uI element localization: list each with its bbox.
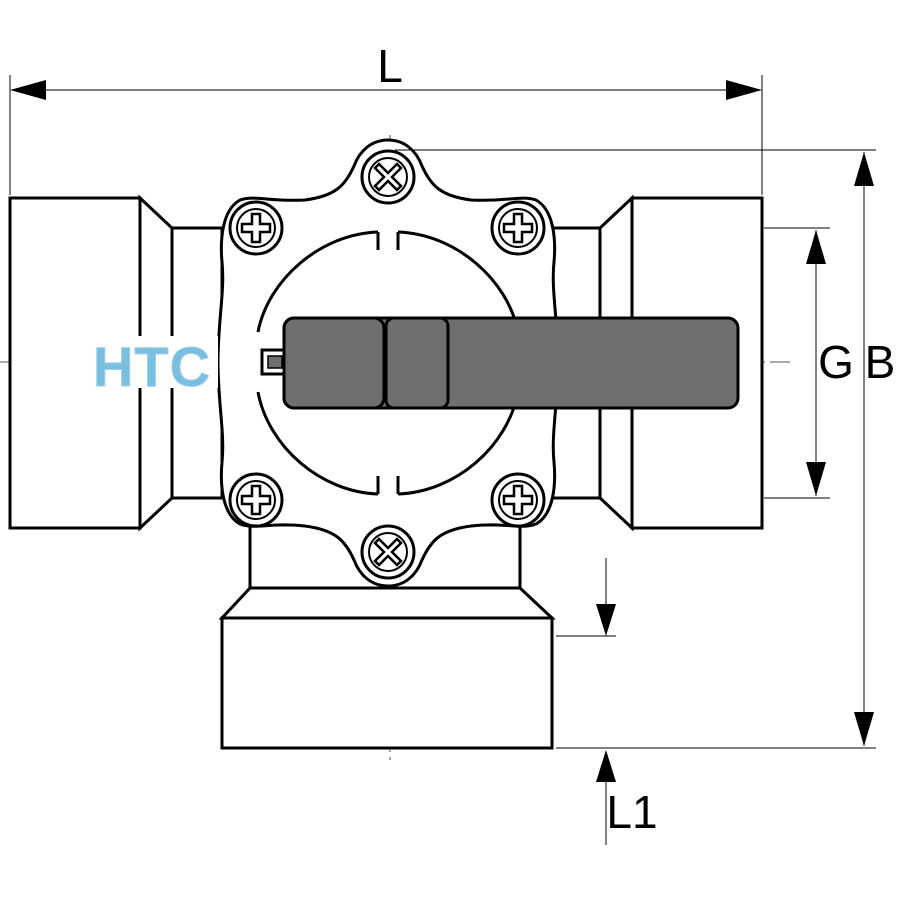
dimension-L-label: L [377, 40, 403, 92]
htc-logo: HTC [90, 335, 218, 399]
screw-icon [490, 472, 546, 528]
dimension-L1: L1 [556, 558, 658, 845]
logo-text: HTC [93, 335, 211, 398]
dimension-G: G [764, 227, 854, 499]
arrowhead-icon [806, 462, 826, 496]
arrowhead-icon [596, 604, 616, 636]
arrowhead-icon [10, 80, 46, 100]
dimension-L1-label: L1 [606, 786, 657, 838]
arrowhead-icon [596, 750, 616, 782]
dimension-B: B [395, 149, 896, 749]
screw-icon [228, 200, 284, 256]
dimension-L: L [9, 40, 763, 195]
arrowhead-icon [806, 230, 826, 264]
handle-lever [282, 316, 740, 410]
screw-icon [360, 149, 416, 205]
arrowhead-icon [726, 80, 762, 100]
screw-icon [228, 472, 284, 528]
dimension-G-label: G [818, 336, 854, 388]
arrowhead-icon [854, 712, 874, 746]
screw-icon [360, 524, 416, 580]
inner-opening [256, 230, 520, 496]
screw-icon [490, 200, 546, 256]
arrowhead-icon [854, 152, 874, 186]
dimension-B-label: B [865, 336, 896, 388]
